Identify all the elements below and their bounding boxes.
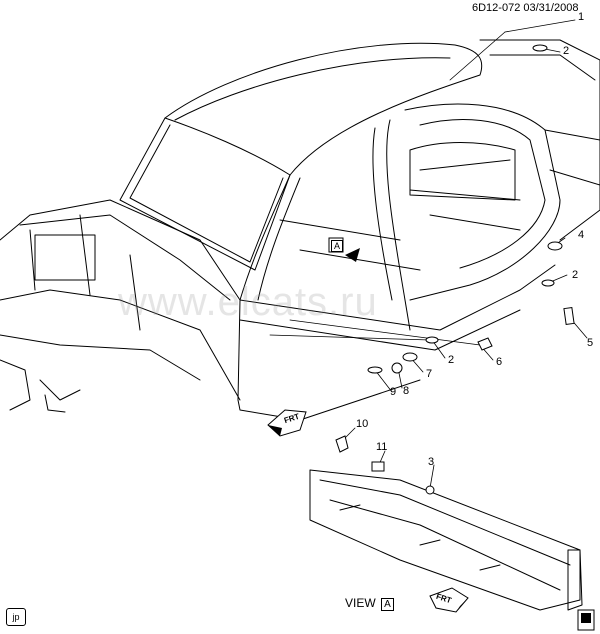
part-tape-5 bbox=[477, 337, 493, 351]
callout-2-right: 2 bbox=[572, 269, 579, 281]
callout-9: 10 bbox=[356, 418, 369, 430]
watermark: www.elcats.ru bbox=[118, 280, 378, 324]
rocker-sill bbox=[239, 264, 556, 331]
callout-4: 5 bbox=[587, 337, 594, 349]
callout-6: 7 bbox=[426, 368, 433, 380]
view-marker-letter: A bbox=[331, 240, 343, 252]
callout-5: 6 bbox=[496, 356, 503, 368]
view-label-text: VIEW bbox=[345, 596, 376, 610]
part-plug-7 bbox=[391, 362, 403, 374]
callout-2-center: 2 bbox=[448, 354, 455, 366]
windshield-frame bbox=[119, 117, 291, 271]
front-structure bbox=[0, 199, 241, 301]
callout-3: 4 bbox=[578, 229, 585, 241]
frt-arrow-icon-bottom bbox=[429, 587, 469, 613]
view-a-label: VIEW A bbox=[345, 596, 395, 611]
callout-7: 8 bbox=[403, 385, 410, 397]
diagram-code: 6D12-072 bbox=[472, 2, 521, 14]
part-plug-8 bbox=[367, 366, 383, 374]
b-pillar bbox=[386, 119, 411, 331]
part-clip-9 bbox=[335, 435, 349, 453]
part-plug-3 bbox=[547, 241, 563, 251]
part-pad-4 bbox=[563, 306, 575, 326]
sill-detail bbox=[309, 469, 581, 611]
diagram-code-date: 6D12-072 03/31/2008 bbox=[472, 2, 578, 14]
callout-2-top: 2 bbox=[563, 45, 570, 57]
part-pad-10 bbox=[371, 461, 385, 472]
callout-1: 1 bbox=[578, 11, 585, 23]
callout-11: 3 bbox=[428, 456, 435, 468]
callout-8: 9 bbox=[390, 386, 397, 398]
part-plug-2-right bbox=[541, 279, 555, 287]
view-label-letter: A bbox=[381, 598, 395, 611]
diagram-date: 03/31/2008 bbox=[523, 2, 579, 14]
part-plug-2-center bbox=[425, 336, 439, 344]
roof-outline bbox=[164, 42, 483, 176]
callout-10: 11 bbox=[376, 441, 388, 453]
a-pillar bbox=[237, 174, 291, 401]
rear-quarter bbox=[479, 39, 600, 241]
part-plug-2-top bbox=[532, 44, 548, 52]
floor-pan bbox=[279, 159, 521, 271]
catalog-logo-icon bbox=[577, 609, 595, 631]
jp-tag: jp bbox=[6, 608, 26, 626]
frt-arrow-icon bbox=[267, 409, 307, 437]
part-plug-11 bbox=[425, 485, 435, 495]
part-plug-6 bbox=[402, 352, 418, 362]
rear-door-opening bbox=[404, 103, 561, 301]
